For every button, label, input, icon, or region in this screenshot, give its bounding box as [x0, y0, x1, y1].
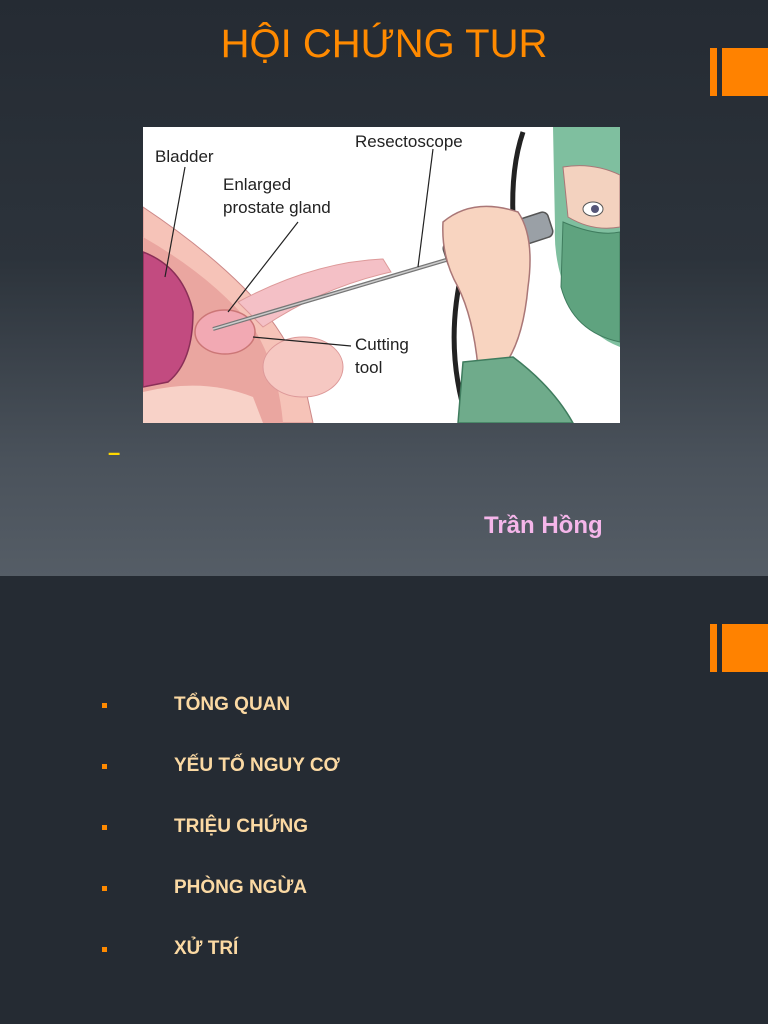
turp-diagram: Bladder Enlarged prostate gland Resectos… — [143, 127, 620, 423]
bullet-dash: – — [108, 440, 121, 465]
accent-bar — [710, 624, 768, 672]
agenda-slide: TỔNG QUAN YẾU TỐ NGUY CƠ TRIỆU CHỨNG PHÒ… — [0, 576, 768, 1024]
accent-bar — [710, 48, 768, 96]
label-prostate-gland: prostate gland — [223, 198, 331, 217]
title-slide: HỘI CHỨNG TUR — [0, 0, 768, 576]
square-bullet-icon — [102, 703, 107, 708]
square-bullet-icon — [102, 886, 107, 891]
square-bullet-icon — [102, 764, 107, 769]
turp-illustration: Bladder Enlarged prostate gland Resectos… — [143, 127, 620, 423]
label-enlarged: Enlarged — [223, 175, 291, 194]
square-bullet-icon — [102, 825, 107, 830]
label-cutting: Cutting — [355, 335, 409, 354]
square-bullet-icon — [102, 947, 107, 952]
label-bladder: Bladder — [155, 147, 214, 166]
slide-title: HỘI CHỨNG TUR — [220, 22, 548, 66]
author-name: Trần Hồng — [484, 512, 603, 539]
label-resectoscope: Resectoscope — [355, 132, 463, 151]
label-tool: tool — [355, 358, 382, 377]
